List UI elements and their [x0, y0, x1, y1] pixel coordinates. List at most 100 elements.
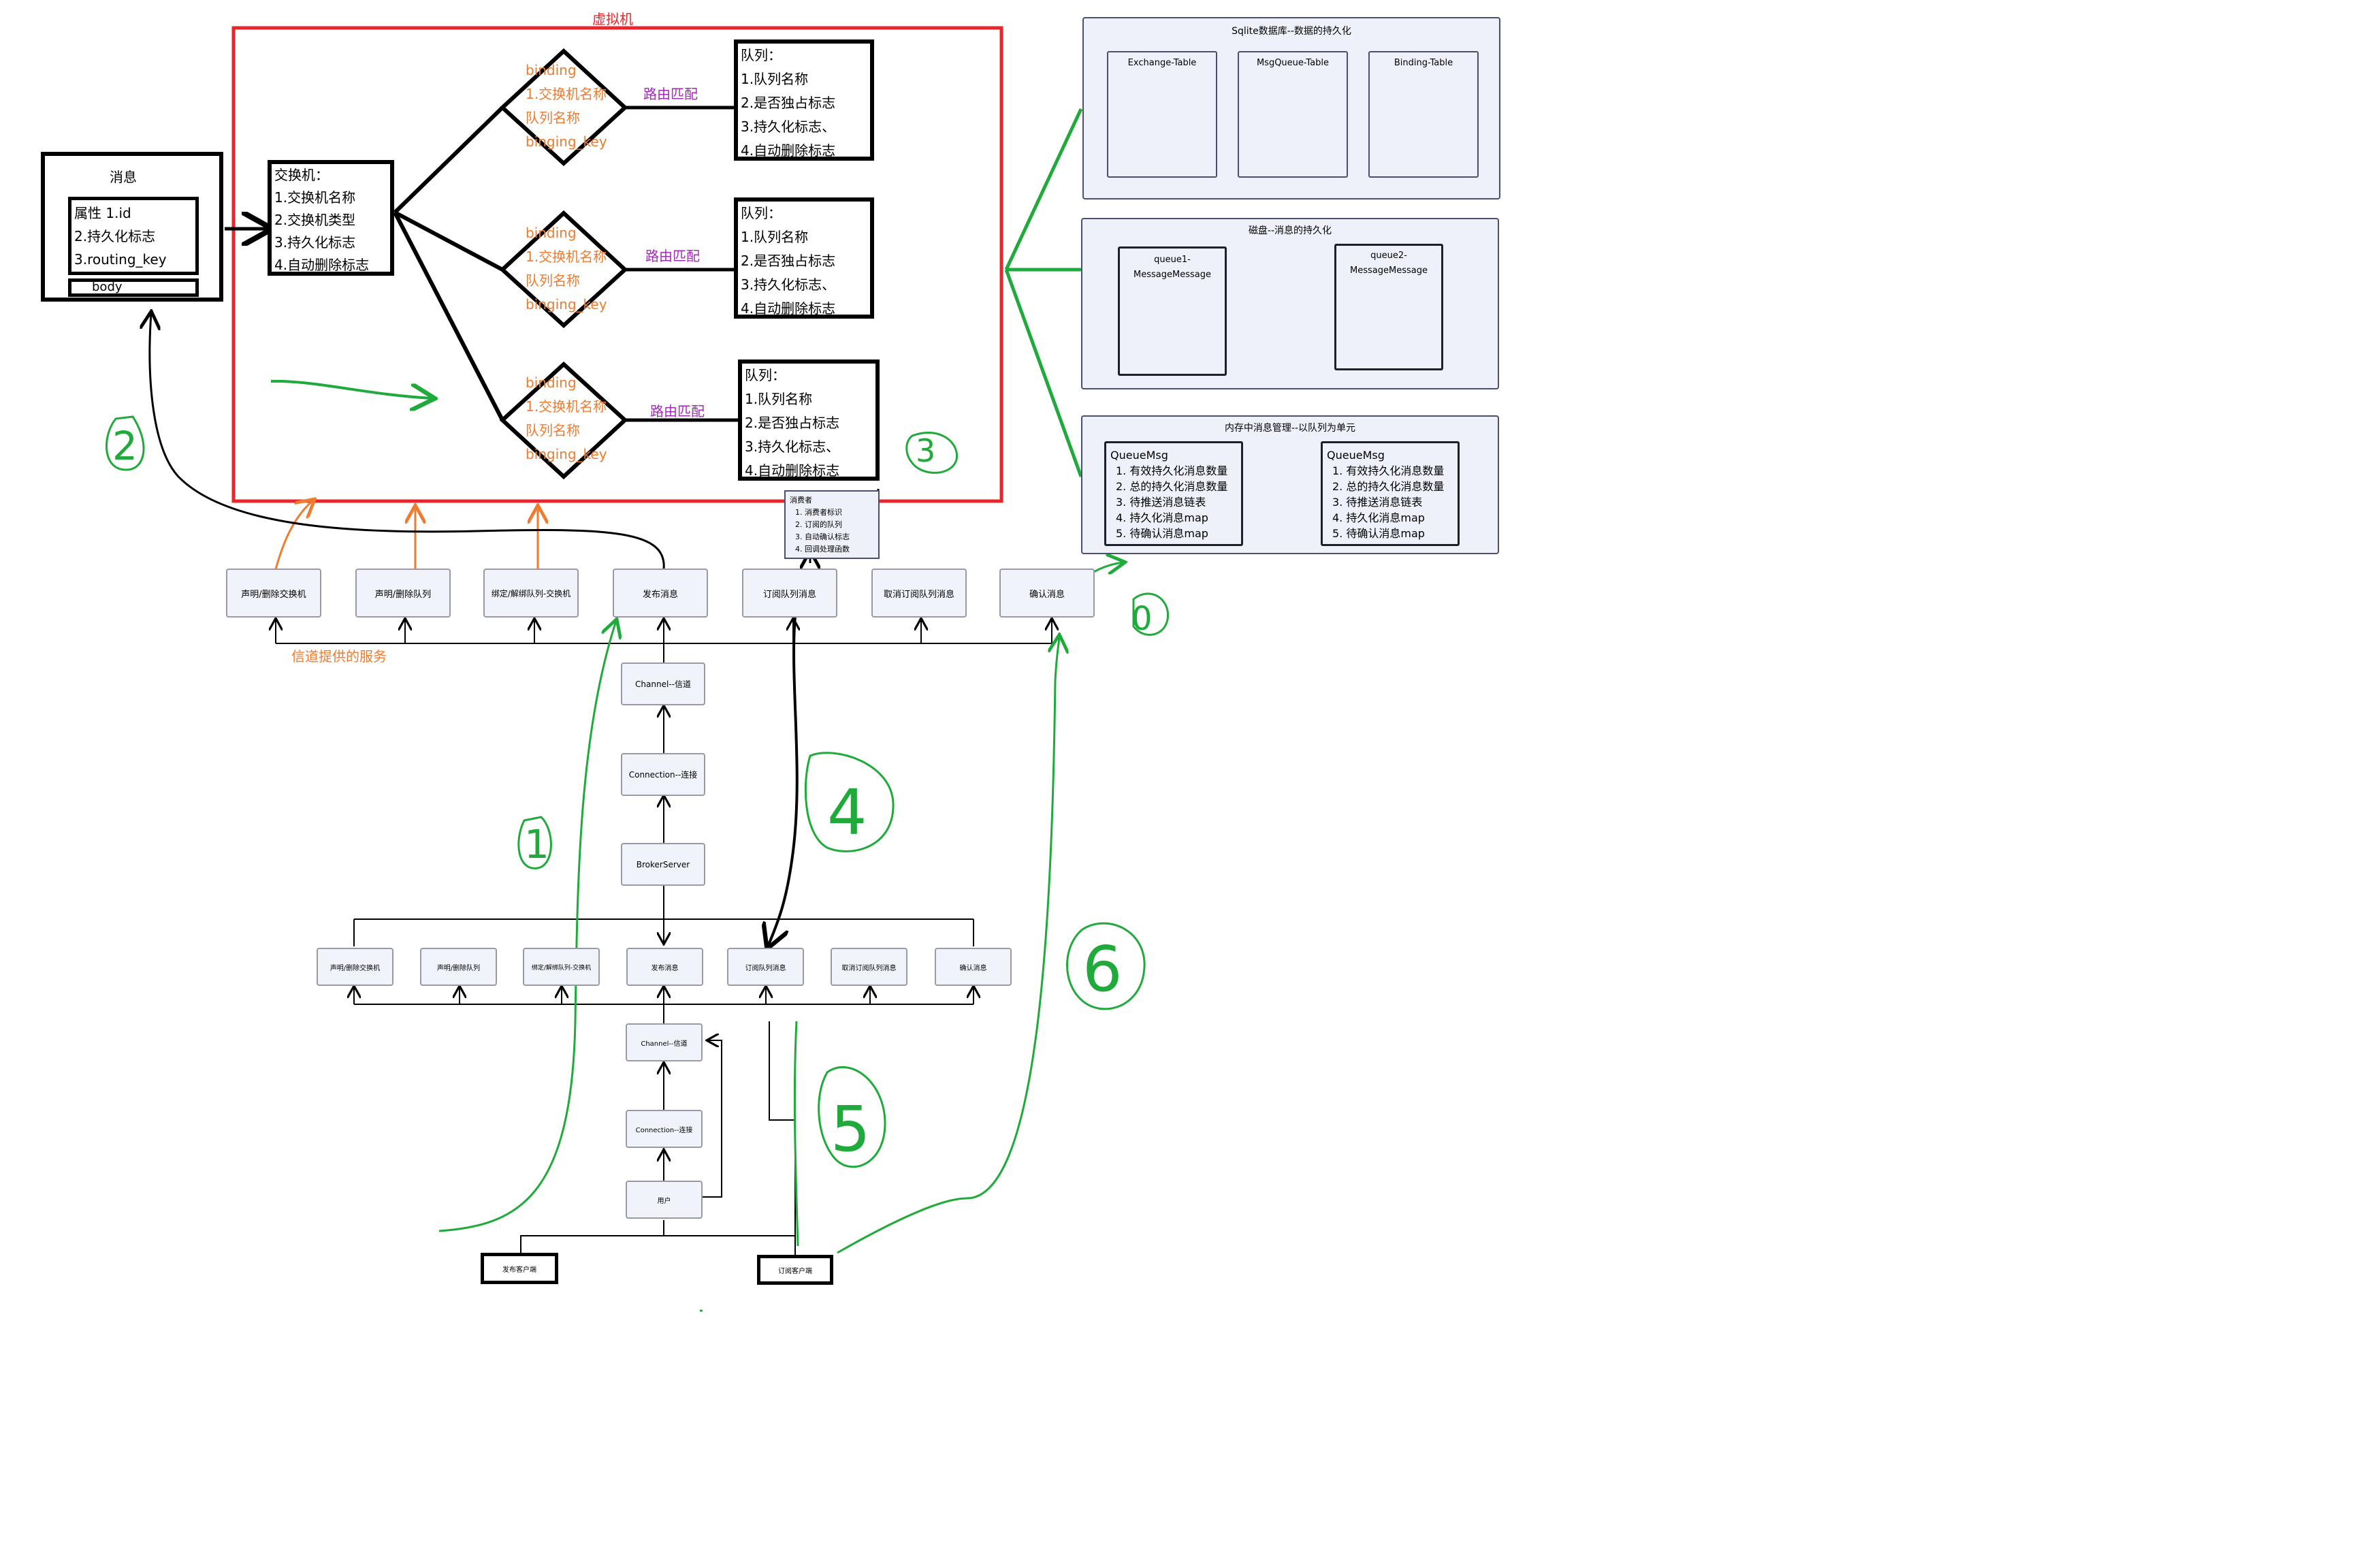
service-declare-delete-exchange[interactable]: 声明/删除交换机: [226, 569, 321, 618]
queue1-file-suffix: MessageMessage: [1133, 270, 1211, 280]
binding-to-queue-lines: [625, 106, 739, 422]
service-publish[interactable]: 发布消息: [613, 569, 708, 618]
msgqueue-table-label: MsgQueue-Table: [1256, 58, 1330, 68]
queue1-message-file: queue1- MessageMessage: [1118, 246, 1227, 376]
memory-panel: 内存中消息管理--以队列为单元 QueueMsg 1. 有效持久化消息数量 2.…: [1081, 415, 1499, 554]
binding-text-1: binding 1.交换机名称 队列名称 binging_key: [526, 59, 607, 154]
queue2-file-name: queue2-: [1370, 251, 1407, 261]
exchange-line-3: 2.交换机类型: [274, 212, 356, 228]
svg-text:0: 0: [1131, 600, 1153, 638]
service-subscribe[interactable]: 订阅队列消息: [742, 569, 837, 618]
binding-1-line-4: binging_key: [526, 133, 607, 150]
binding-diamonds: [499, 48, 628, 480]
publisher-client[interactable]: 发布客户端: [481, 1253, 558, 1284]
queue-2-line-2: 1.队列名称: [741, 229, 809, 245]
sqlite-panel-title: Sqlite数据库--数据的持久化: [1232, 26, 1351, 37]
svg-text:4: 4: [827, 776, 867, 849]
queuemsg-2-item-1: 1. 有效持久化消息数量: [1332, 464, 1445, 477]
sqlite-panel: Sqlite数据库--数据的持久化 Exchange-Table MsgQueu…: [1082, 17, 1500, 199]
flow-arrow-green: [270, 379, 432, 398]
queue-3-line-3: 2.是否独占标志: [745, 415, 840, 431]
broker-service-unsubscribe[interactable]: 取消订阅队列消息: [831, 948, 907, 986]
binding-1-line-3: 队列名称: [526, 110, 580, 126]
broker-server[interactable]: BrokerServer: [621, 843, 705, 886]
binding-1-line-2: 1.交换机名称: [526, 86, 607, 102]
disk-panel: 磁盘--消息的持久化 queue1- MessageMessage queue2…: [1081, 218, 1499, 389]
subscribe-path: [768, 615, 799, 946]
client-connection[interactable]: Connection--连接: [626, 1110, 703, 1148]
service-declare-delete-queue[interactable]: 声明/删除队列: [355, 569, 451, 618]
binding-3-line-1: binding: [526, 374, 577, 391]
binding-3-line-2: 1.交换机名称: [526, 398, 607, 415]
queuemsg-1-item-2: 2. 总的持久化消息数量: [1116, 480, 1228, 493]
binding-diamond-1: [499, 48, 628, 167]
broker-service-subscribe[interactable]: 订阅队列消息: [727, 948, 804, 986]
broker-service-bind-unbind[interactable]: 绑定/解绑队列-交换机: [523, 948, 600, 986]
queuemsg-1-item-3: 3. 待推送消息链表: [1116, 496, 1206, 509]
consumer-title: 消费者: [790, 496, 812, 505]
route-label-2: 路由匹配: [645, 248, 700, 264]
vm-title: 虚拟机: [592, 11, 633, 27]
broker-service-publish[interactable]: 发布消息: [626, 948, 703, 986]
svg-text:6: 6: [1082, 933, 1123, 1006]
queuemsg-1-item-4: 4. 持久化消息map: [1116, 511, 1208, 524]
subscriber-client[interactable]: 订阅客户端: [757, 1255, 833, 1285]
message-attr-3: 3.routing_key: [74, 251, 167, 268]
queue-box-1: 队列： 1.队列名称 2.是否独占标志 3.持久化标志、 4.自动删除标志: [734, 39, 874, 161]
consumer-item-3: 3. 自动确认标志: [795, 532, 850, 541]
queue-1-line-5: 4.自动删除标志: [741, 142, 836, 159]
svg-text:5: 5: [831, 1093, 871, 1166]
service-unsubscribe[interactable]: 取消订阅队列消息: [871, 569, 967, 618]
exchange-line-1: 交换机：: [274, 167, 329, 183]
queuemsg-2-item-2: 2. 总的持久化消息数量: [1332, 480, 1445, 493]
server-connection[interactable]: Connection--连接: [621, 753, 705, 796]
disk-panel-title: 磁盘--消息的持久化: [1248, 225, 1332, 236]
queue-box-3: 队列： 1.队列名称 2.是否独占标志 3.持久化标志、 4.自动删除标志: [738, 359, 880, 481]
message-attr-2: 2.持久化标志: [74, 228, 156, 244]
binding-2-line-2: 1.交换机名称: [526, 249, 607, 265]
message-attr-1: 属性 1.id: [74, 205, 131, 221]
queue-2-line-1: 队列：: [741, 205, 782, 221]
memory-panel-title: 内存中消息管理--以队列为单元: [1224, 423, 1356, 434]
service-ack[interactable]: 确认消息: [999, 569, 1095, 618]
consumer-card: 消费者 1. 消费者标识 2. 订阅的队列 3. 自动确认标志 4. 回调处理函…: [784, 490, 880, 559]
consumer-item-2: 2. 订阅的队列: [795, 520, 842, 529]
queue2-file-suffix: MessageMessage: [1350, 266, 1428, 276]
queuemsg-card-2: QueueMsg 1. 有效持久化消息数量 2. 总的持久化消息数量 3. 待推…: [1321, 441, 1460, 546]
message-body: body: [68, 278, 199, 297]
binding-1-line-1: binding: [526, 62, 577, 78]
client-user[interactable]: 用户: [626, 1181, 703, 1219]
queue2-message-file: queue2- MessageMessage: [1334, 244, 1443, 370]
binding-2-line-3: 队列名称: [526, 272, 580, 289]
exchange-box: 交换机： 1.交换机名称 2.交换机类型 3.持久化标志 4.自动删除标志: [268, 160, 394, 276]
channel-services-label: 信道提供的服务: [291, 648, 387, 665]
exchange-line-2: 1.交换机名称: [274, 189, 356, 206]
consumer-item-4: 4. 回调处理函数: [795, 545, 850, 554]
queuemsg-1-item-1: 1. 有效持久化消息数量: [1116, 464, 1228, 477]
broker-service-declare-delete-exchange[interactable]: 声明/删除交换机: [317, 948, 393, 986]
message-attributes: 属性 1.id 2.持久化标志 3.routing_key: [68, 197, 199, 275]
binding-text-2: binding 1.交换机名称 队列名称 binging_key: [526, 221, 607, 317]
channel-services-bus: [276, 620, 1052, 843]
vm-to-storage-lines: [1004, 108, 1083, 477]
binding-2-line-1: binding: [526, 225, 577, 241]
message-body-label: body: [92, 280, 123, 294]
queue-1-line-4: 3.持久化标志、: [741, 118, 836, 135]
server-channel[interactable]: Channel--信道: [621, 662, 705, 705]
binding-2-line-4: binging_key: [526, 296, 607, 313]
msgqueue-table: MsgQueue-Table: [1238, 51, 1348, 178]
broker-service-ack[interactable]: 确认消息: [935, 948, 1012, 986]
service-bind-unbind[interactable]: 绑定/解绑队列-交换机: [483, 569, 579, 618]
client-channel[interactable]: Channel--信道: [626, 1023, 703, 1061]
queue-3-line-5: 4.自动删除标志: [745, 462, 840, 479]
exchange-table-label: Exchange-Table: [1127, 58, 1197, 68]
queuemsg-2-item-3: 3. 待推送消息链表: [1332, 496, 1423, 509]
broker-service-declare-delete-queue[interactable]: 声明/删除队列: [420, 948, 497, 986]
queuemsg-1-title: QueueMsg: [1110, 449, 1168, 462]
binding-diamond-3: [499, 361, 628, 480]
queuemsg-1-item-5: 5. 待确认消息map: [1116, 527, 1208, 540]
binding-diamond-2: [499, 210, 628, 329]
green-annotations: [106, 415, 1169, 1312]
queue-3-line-4: 3.持久化标志、: [745, 438, 840, 455]
